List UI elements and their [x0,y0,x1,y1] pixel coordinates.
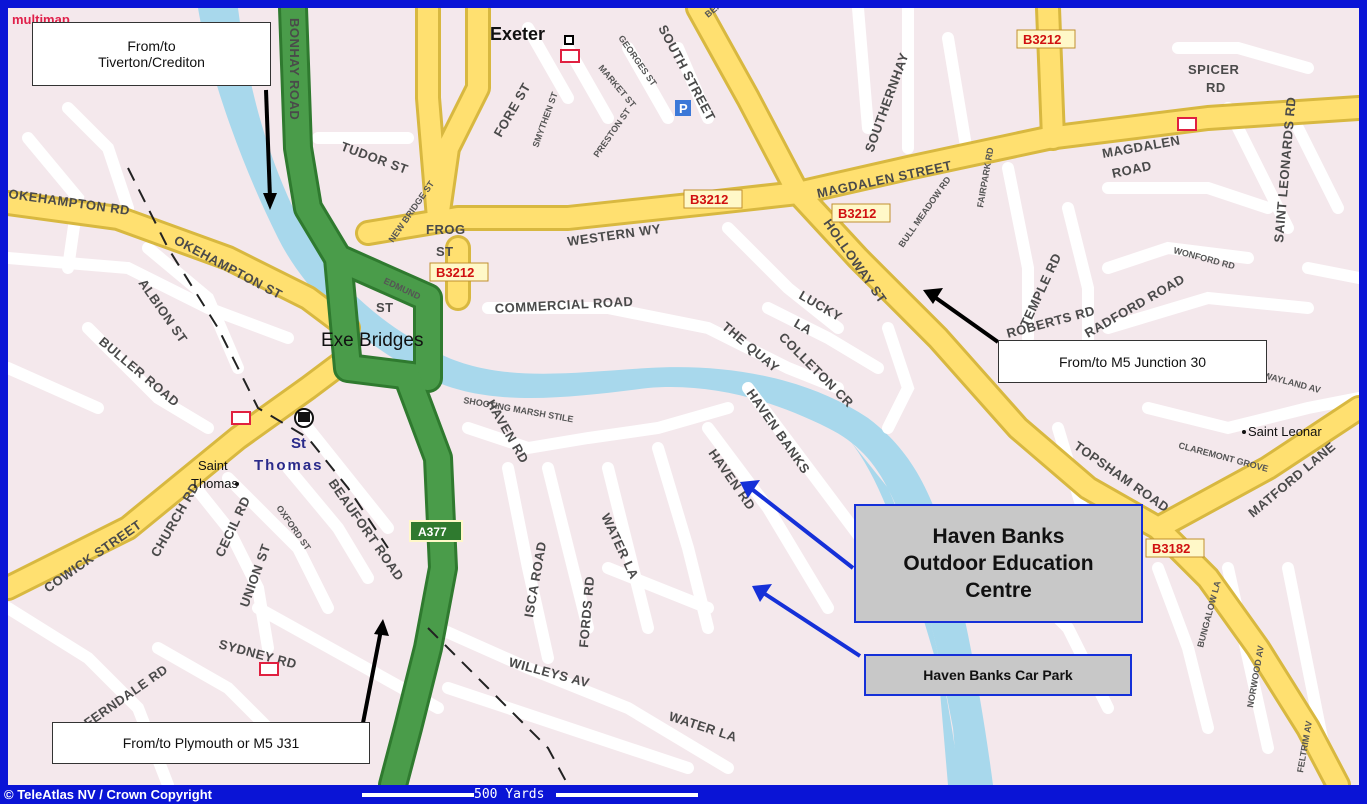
label-bull-meadow-rd: BULL MEADOW RD [896,174,953,249]
train-station-icon [294,408,314,428]
label-fore-st: FORE ST [491,80,534,139]
callout-car-park-text: Haven Banks Car Park [923,667,1073,683]
parking-icon: P [675,100,691,116]
callout-plymouth-text: From/to Plymouth or M5 J31 [122,735,300,751]
post-office-icon [560,49,580,63]
place-dot-saint-thomas [235,482,239,486]
place-saint: Saint [198,458,228,473]
label-road-magdalen: ROAD [1111,158,1154,181]
label-spicer-rd: RD [1206,80,1226,95]
arrow-m5-j30 [923,288,1000,344]
label-frog: FROG [426,222,466,237]
arrow-education-centre [740,480,855,570]
callout-tiverton-text: From/to Tiverton/Crediton [98,38,205,70]
svg-text:B3212: B3212 [838,206,876,221]
svg-text:B3212: B3212 [1023,32,1061,47]
shield-b3212-western: B3212 [683,189,743,209]
scale-bar-left [362,793,474,797]
place-saint-leonards: Saint Leonar [1248,424,1322,439]
label-frog-st: ST [436,244,454,259]
shield-a377: A377 [409,520,463,542]
svg-text:B3212: B3212 [690,192,728,207]
city-centre-icon [564,35,574,45]
svg-text:A377: A377 [418,525,447,539]
copyright-text: © TeleAtlas NV / Crown Copyright [4,787,212,802]
primary-road [281,8,455,785]
label-commercial-road: COMMERCIAL ROAD [494,294,633,316]
label-bonhay-road: BONHAY ROAD [287,18,302,120]
map-canvas[interactable]: BONHAY ROAD FORE ST SOUTH STREET MARKET … [8,8,1359,785]
label-buller-road: BULLER ROAD [96,334,182,410]
callout-haven-banks-car-park: Haven Banks Car Park [864,654,1132,696]
shield-b3212-frog: B3212 [429,262,489,282]
label-edmund-st: ST [376,300,394,315]
place-thomas: Thomas [191,476,238,491]
map-graphics: BONHAY ROAD FORE ST SOUTH STREET MARKET … [8,8,1359,785]
scale-label: 500 Yards [474,787,545,802]
callout-haven-banks-education-centre: Haven Banks Outdoor Education Centre [854,504,1143,623]
label-the-quay: THE QUAY [719,319,782,375]
place-dot-saint-leonards [1242,430,1246,434]
callout-tiverton-crediton: From/to Tiverton/Crediton [32,22,271,86]
railway-line [127,167,389,549]
shield-b3212-top: B3212 [1016,29,1076,49]
label-spicer: SPICER [1188,62,1240,77]
station-label-st: St [291,435,306,452]
post-office-icon [231,411,251,425]
label-fords-rd: FORDS RD [576,575,597,648]
shield-b3212-magdalen: B3212 [831,203,891,223]
label-tudor-st: TUDOR ST [339,139,410,177]
label-shooting-marsh-stile: SHOOTING MARSH STILE [463,395,575,424]
label-sydney-rd: SYDNEY RD [217,636,298,671]
post-office-icon [1177,117,1197,131]
callout-plymouth-m5-j31: From/to Plymouth or M5 J31 [52,722,370,764]
svg-text:B3182: B3182 [1152,541,1190,556]
map-footer: © TeleAtlas NV / Crown Copyright 500 Yar… [0,785,1367,804]
callout-education-centre-text: Haven Banks Outdoor Education Centre [903,525,1094,602]
label-smythen-st: SMYTHEN ST [530,90,559,148]
label-wayland-av: WAYLAND AV [1262,370,1321,395]
canal [848,438,960,785]
svg-text:B3212: B3212 [436,265,474,280]
arrow-car-park [752,584,862,658]
arrow-tiverton [263,89,277,210]
station-label-thomas: Thomas [254,457,324,474]
post-office-icon [259,662,279,676]
major-roads [8,8,1359,785]
label-claremont-grove: CLAREMONT GROVE [1177,440,1269,474]
scale-bar-right [556,793,698,797]
railway-line-south [427,627,569,785]
city-label-exeter: Exeter [490,24,545,44]
callout-m5-junction-30: From/to M5 Junction 30 [998,340,1267,383]
callout-m5-j30-text: From/to M5 Junction 30 [1058,353,1207,370]
label-bear-st: BEAR ST [703,8,740,20]
label-exe-bridges: Exe Bridges [321,330,424,351]
shield-b3182: B3182 [1145,538,1205,558]
svg-text:P: P [679,101,688,116]
label-georges-st: GEORGES ST [616,33,659,88]
arrow-plymouth [361,619,389,724]
